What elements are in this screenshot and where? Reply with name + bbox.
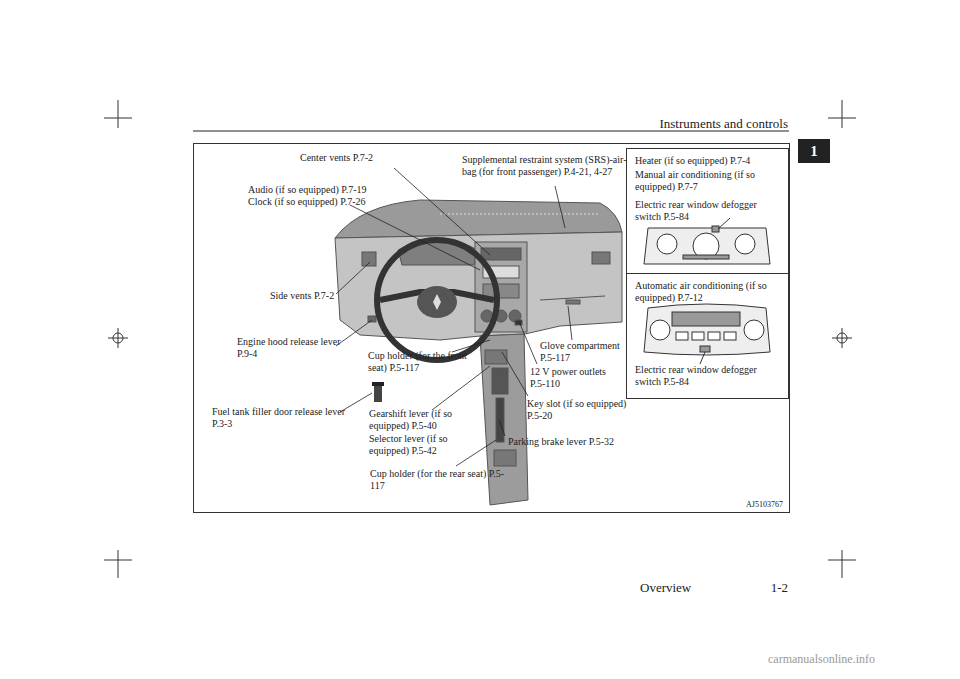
callout-label: Audio (if so equipped) P.7-19 (248, 184, 367, 196)
callout-label: Engine hood release lever P.9-4 (237, 336, 355, 360)
callout-label: 12 V power outlets P.5-110 (530, 366, 618, 390)
callout-label: Side vents P.7-2 (270, 290, 334, 302)
callout-label: Glove compartment P.5-117 (540, 340, 630, 364)
inset-panel: Automatic air conditioning (if so equipp… (626, 273, 789, 399)
callout-label: Cup holder (for the front seat) P.5-117 (368, 350, 480, 374)
figure-code: AJ5103767 (746, 500, 783, 510)
panel-caption: Heater (if so equipped) P.7-4 (635, 155, 782, 167)
callout-label: Gearshift lever (if so equipped) P.5-40 (369, 408, 473, 432)
page-number: 1-2 (738, 580, 788, 596)
callout-label: Selector lever (if so equipped) P.5-42 (369, 433, 473, 457)
callout-label: Parking brake lever P.5-32 (508, 436, 614, 448)
panel-caption: Manual air conditioning (if so equipped)… (635, 169, 782, 193)
callout-label: Key slot (if so equipped) P.5-20 (527, 398, 639, 422)
callout-label: Cup holder (for the rear seat) P.5-117 (370, 468, 508, 492)
callout-label: Clock (if so equipped) P.7-26 (248, 196, 366, 208)
inset-panel: Heater (if so equipped) P.7-4Manual air … (626, 148, 789, 273)
chapter-number: 1 (798, 141, 830, 161)
callout-label: Center vents P.7-2 (300, 152, 373, 164)
section-name: Overview (640, 580, 700, 596)
callout-label: Fuel tank filler door release lever P.3-… (212, 406, 352, 430)
callout-label: Supplemental restraint system (SRS)-air-… (462, 154, 630, 178)
watermark: carmanualsonline.info (768, 652, 875, 666)
panel-caption: Automatic air conditioning (if so equipp… (635, 280, 782, 304)
panel-caption: Electric rear window defogger switch P.5… (635, 199, 782, 223)
panel-caption: Electric rear window defogger switch P.5… (635, 364, 782, 388)
running-header: Instruments and controls (560, 116, 788, 132)
